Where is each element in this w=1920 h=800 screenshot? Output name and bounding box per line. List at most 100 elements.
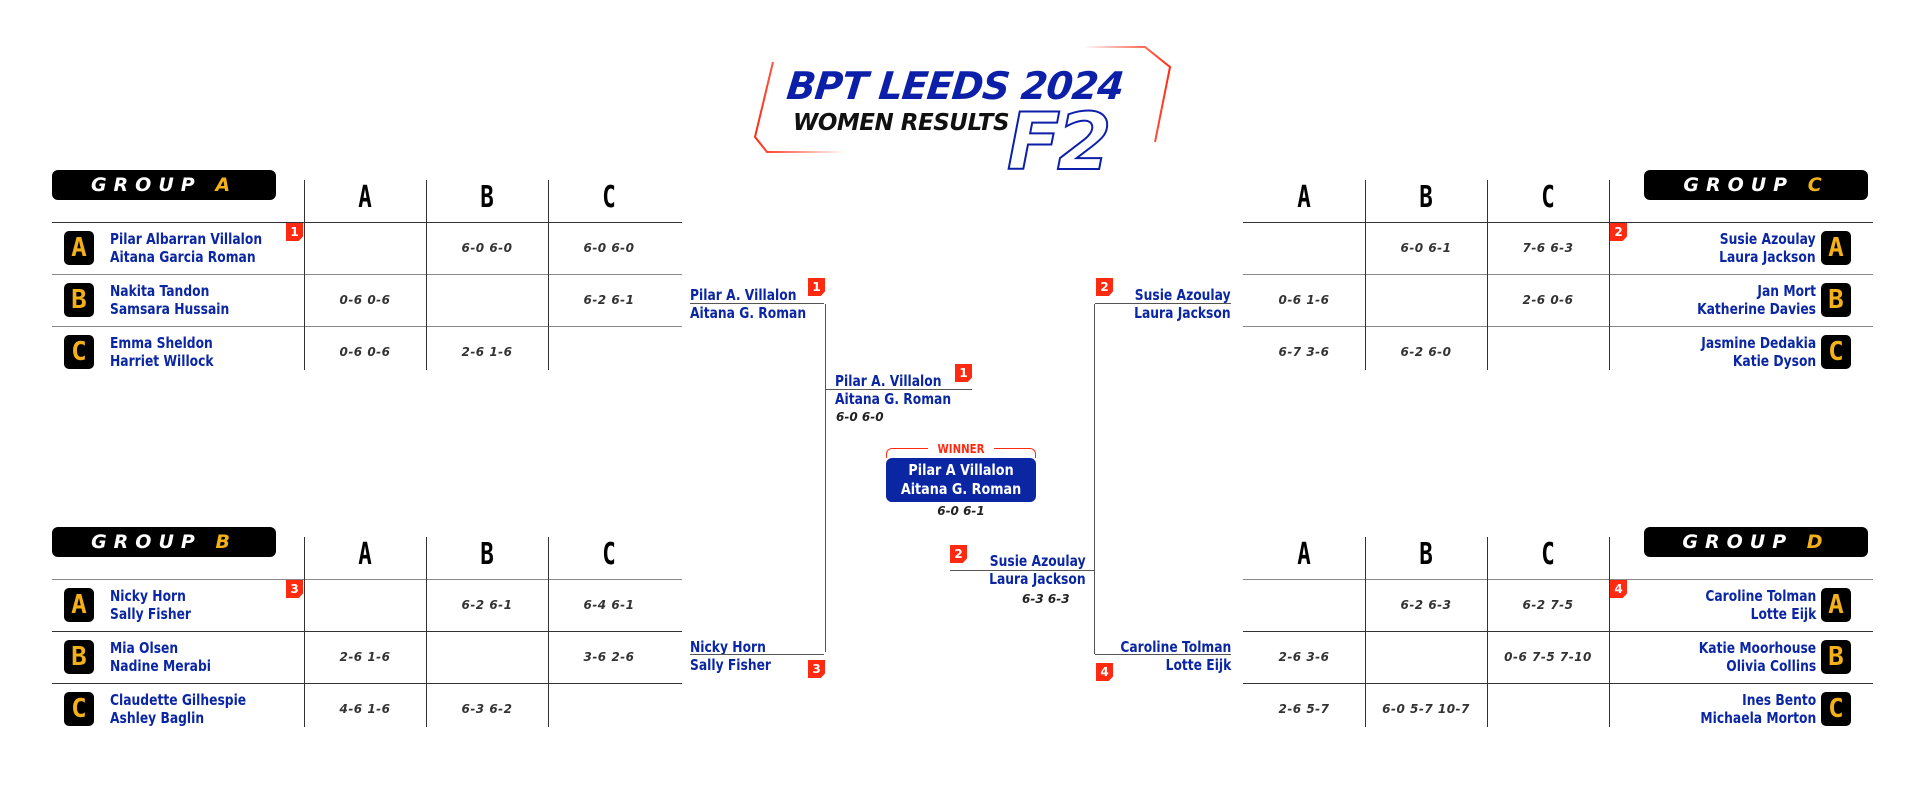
- score-cell: 6-0 6-0: [583, 241, 635, 255]
- title-frame-decoration: [753, 46, 1172, 153]
- seed-badge: A: [64, 588, 94, 622]
- rank-flag: 1: [286, 223, 303, 241]
- rank-flag: 4: [1610, 580, 1627, 598]
- score-cell: 6-2 6-1: [461, 598, 513, 612]
- seed-badge: A: [64, 231, 94, 265]
- seed-badge: C: [64, 692, 94, 726]
- seed-badge: C: [1821, 692, 1851, 726]
- rank-flag: 2: [1096, 278, 1113, 296]
- seed-badge: B: [1821, 640, 1851, 674]
- column-header: C: [602, 180, 616, 215]
- seed-badge: C: [1821, 335, 1851, 369]
- column-header: B: [1419, 180, 1433, 215]
- score-cell: 6-4 6-1: [583, 598, 635, 612]
- score-cell: 6-2 6-3: [1400, 598, 1452, 612]
- score-cell: 6-2 6-1: [583, 293, 635, 307]
- score-cell: 6-3 6-2: [461, 702, 513, 716]
- score-cell: 6-7 3-6: [1278, 345, 1330, 359]
- score-cell: 4-6 1-6: [339, 702, 391, 716]
- column-header: C: [602, 537, 616, 572]
- group-label: GROUP A: [52, 170, 276, 200]
- rank-flag: 3: [808, 660, 825, 678]
- column-header: A: [1297, 537, 1311, 572]
- final-left-score: 6-0 6-0: [836, 410, 884, 424]
- column-header: C: [1541, 537, 1555, 572]
- rank-flag: 2: [1610, 223, 1627, 241]
- score-cell: 6-0 5-7 10-7: [1382, 702, 1470, 716]
- winner-label: WINNER: [937, 442, 985, 456]
- seed-badge: B: [64, 640, 94, 674]
- seed-badge: A: [1821, 231, 1851, 265]
- seed-badge: A: [1821, 588, 1851, 622]
- event-category-badge: F2: [1006, 98, 1113, 188]
- score-cell: 6-0 6-0: [461, 241, 513, 255]
- column-header: B: [480, 180, 494, 215]
- group-label: GROUP C: [1644, 170, 1868, 200]
- score-cell: 6-0 6-1: [1400, 241, 1452, 255]
- group-d-table: GROUP D A B C 6-2 6-3 6-2 7-5 4 Caroline…: [1238, 527, 1878, 727]
- column-header: B: [480, 537, 494, 572]
- score-cell: 0-6 0-6: [339, 345, 391, 359]
- score-cell: 0-6 7-5 7-10: [1504, 650, 1592, 664]
- rank-flag: 1: [955, 364, 972, 382]
- score-cell: 2-6 0-6: [1522, 293, 1574, 307]
- column-header: A: [1297, 180, 1311, 215]
- rank-flag: 2: [950, 545, 967, 563]
- column-header: B: [1419, 537, 1433, 572]
- score-cell: 2-6 1-6: [339, 650, 391, 664]
- final-right-score: 6-3 6-3: [1022, 592, 1070, 606]
- column-header: A: [358, 537, 372, 572]
- column-header: C: [1541, 180, 1555, 215]
- score-cell: 3-6 2-6: [583, 650, 635, 664]
- rank-flag: 4: [1096, 663, 1113, 681]
- seed-badge: B: [1821, 283, 1851, 317]
- group-label: GROUP D: [1644, 527, 1868, 557]
- score-cell: 0-6 0-6: [339, 293, 391, 307]
- score-cell: 6-2 7-5: [1522, 598, 1574, 612]
- seed-badge: C: [64, 335, 94, 369]
- score-cell: 2-6 5-7: [1278, 702, 1330, 716]
- winner-score: 6-0 6-1: [937, 504, 985, 518]
- score-cell: 6-2 6-0: [1400, 345, 1452, 359]
- rank-flag: 3: [286, 580, 303, 598]
- event-subtitle: WOMEN RESULTS: [793, 110, 1010, 136]
- score-cell: 0-6 1-6: [1278, 293, 1330, 307]
- seed-badge: B: [64, 283, 94, 317]
- event-title-block: BPT LEEDS 2024 WOMEN RESULTS F2: [745, 42, 1175, 192]
- group-c-table: GROUP C A B C 6-0 6-1 7-6 6-3 2 Susie Az…: [1238, 170, 1878, 370]
- rank-flag: 1: [808, 278, 825, 296]
- group-label: GROUP B: [52, 527, 276, 557]
- column-header: A: [358, 180, 372, 215]
